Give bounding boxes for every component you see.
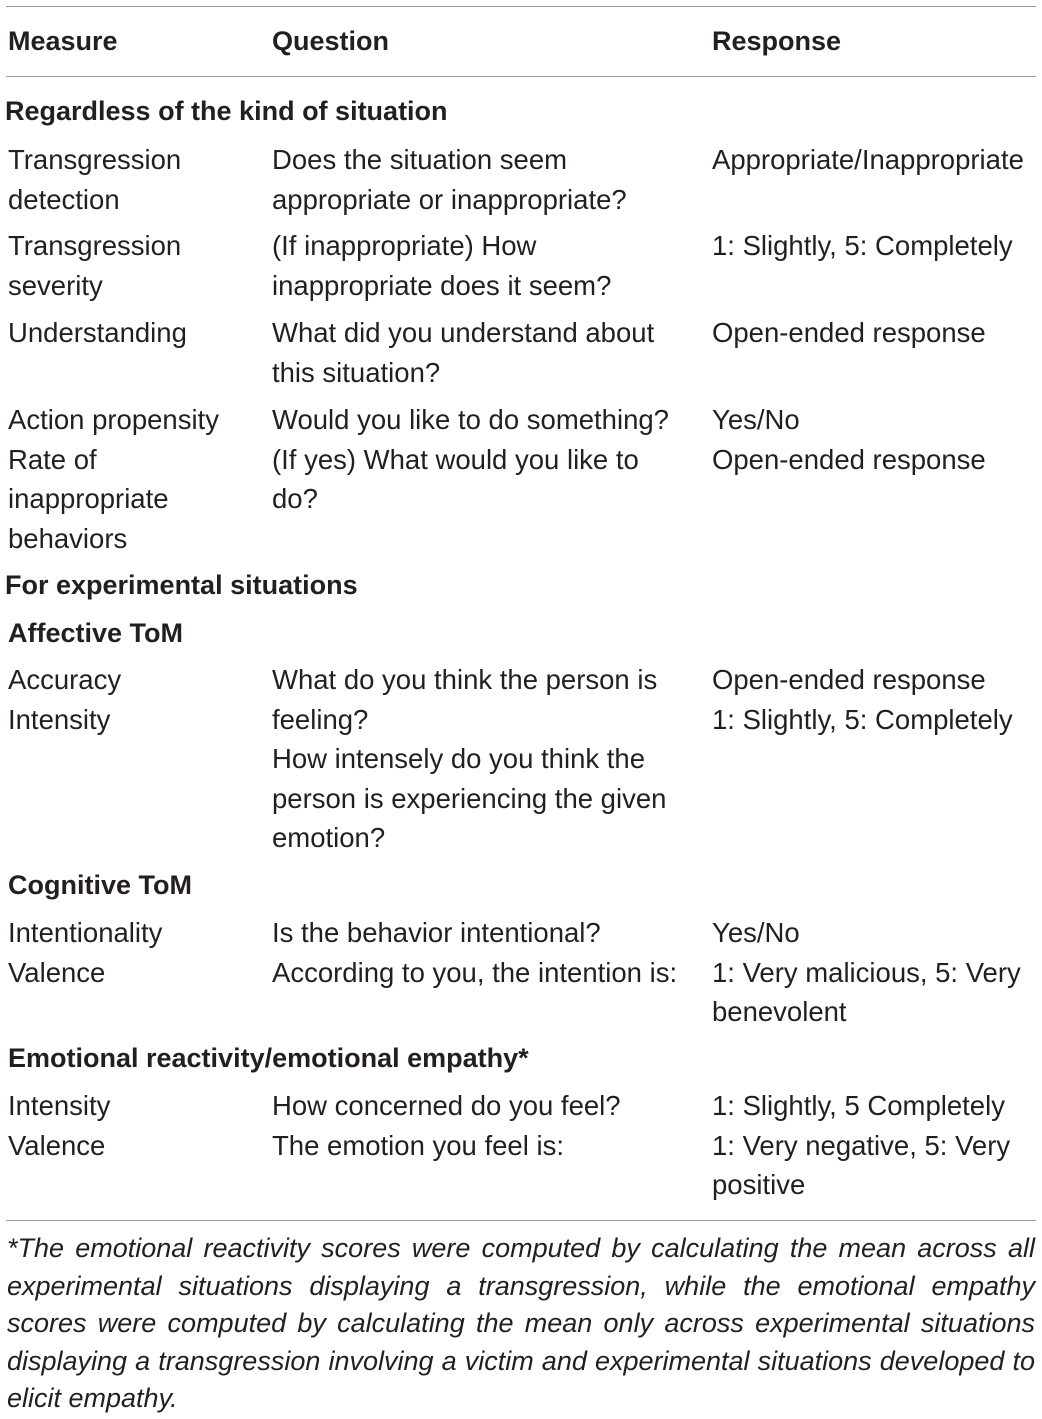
row-question: What did you understand about this situa… — [272, 317, 655, 388]
row-measure: Action propensity Rate of inappropriate … — [8, 404, 219, 554]
section-general: Regardless of the kind of situation — [5, 96, 448, 126]
row-response: 1: Slightly, 5 Completely 1: Very negati… — [712, 1090, 1011, 1200]
header-measure: Measure — [8, 26, 118, 56]
header-question: Question — [272, 26, 390, 56]
header-rule — [6, 76, 1036, 77]
row-response: Yes/No Open-ended response — [712, 404, 986, 475]
row-measure: Transgression severity — [8, 230, 182, 301]
footer-rule — [6, 1220, 1036, 1221]
row-measure: Accuracy Intensity — [8, 664, 122, 735]
header-response: Response — [712, 26, 842, 56]
row-question: Is the behavior intentional? According t… — [272, 917, 678, 988]
row-response: Yes/No 1: Very malicious, 5: Very benevo… — [712, 917, 1021, 1027]
row-question: (If inappropriate) How inappropriate doe… — [272, 230, 612, 301]
row-question: Would you like to do something? (If yes)… — [272, 404, 669, 514]
row-response: Open-ended response — [712, 317, 986, 348]
row-measure: Intentionality Valence — [8, 917, 163, 988]
row-question: How concerned do you feel? The emotion y… — [272, 1090, 621, 1161]
subsection-cognitive: Cognitive ToM — [8, 870, 192, 900]
top-rule — [6, 6, 1036, 7]
row-measure: Intensity Valence — [8, 1090, 111, 1161]
subsection-affective: Affective ToM — [8, 618, 184, 648]
row-question: What do you think the person is feeling?… — [272, 664, 667, 853]
subsection-emotional: Emotional reactivity/emotional empathy* — [8, 1043, 529, 1073]
row-measure: Transgression detection — [8, 144, 182, 215]
row-response: Open-ended response 1: Slightly, 5: Comp… — [712, 664, 1013, 735]
row-response: Appropriate/Inappropriate — [712, 144, 1024, 175]
footnote: *The emotional reactivity scores were co… — [7, 1233, 1035, 1413]
section-experimental: For experimental situations — [5, 570, 358, 600]
row-response: 1: Slightly, 5: Completely — [712, 230, 1013, 261]
row-question: Does the situation seem appropriate or i… — [272, 144, 627, 215]
row-measure: Understanding — [8, 317, 187, 348]
